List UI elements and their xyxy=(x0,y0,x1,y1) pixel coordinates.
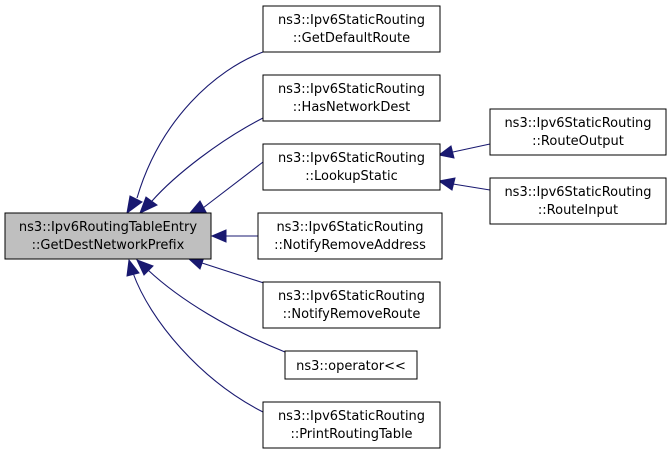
edge-notify-remove-route xyxy=(201,262,271,286)
node-operator-shift-line1: ns3::operator<< xyxy=(296,359,406,374)
node-has-network-dest-line2: ::HasNetworkDest xyxy=(293,100,410,115)
edge-lookup-static xyxy=(202,161,264,209)
node-route-output-line2: ::RouteOutput xyxy=(532,134,624,149)
node-notify-remove-route-line1: ns3::Ipv6StaticRouting xyxy=(278,289,425,304)
node-get-default-route[interactable]: ns3::Ipv6StaticRouting ::GetDefaultRoute xyxy=(262,5,441,53)
node-notify-remove-route-line2: ::NotifyRemoveRoute xyxy=(283,307,421,322)
arrowhead-lookup-static xyxy=(188,200,207,214)
node-notify-remove-address-line2: ::NotifyRemoveAddress xyxy=(274,238,426,253)
node-lookup-static-line2: ::LookupStatic xyxy=(305,169,397,184)
node-notify-remove-address[interactable]: ns3::Ipv6StaticRouting ::NotifyRemoveAdd… xyxy=(257,212,443,260)
arrowhead-route-input xyxy=(437,177,456,191)
arrowhead-route-output xyxy=(437,145,455,159)
node-get-default-route-line2: ::GetDefaultRoute xyxy=(293,31,410,46)
arrowhead-operator-shift xyxy=(136,259,154,276)
edges xyxy=(126,51,491,413)
node-has-network-dest-line1: ns3::Ipv6StaticRouting xyxy=(278,82,425,97)
edge-route-output xyxy=(452,143,491,153)
arrowhead-notify-remove-address xyxy=(210,229,227,243)
node-route-output-line1: ns3::Ipv6StaticRouting xyxy=(504,116,651,131)
arrowhead-has-network-dest xyxy=(139,196,158,214)
edge-get-default-route xyxy=(136,51,264,199)
node-route-input-line2: ::RouteInput xyxy=(538,203,618,218)
node-lookup-static[interactable]: ns3::Ipv6StaticRouting ::LookupStatic xyxy=(262,143,441,191)
node-print-routing-table[interactable]: ns3::Ipv6StaticRouting ::PrintRoutingTab… xyxy=(262,401,441,449)
edge-route-input xyxy=(452,183,491,191)
node-notify-remove-address-line1: ns3::Ipv6StaticRouting xyxy=(276,220,423,235)
node-print-routing-table-line2: ::PrintRoutingTable xyxy=(290,427,412,442)
node-route-output[interactable]: ns3::Ipv6StaticRouting ::RouteOutput xyxy=(489,108,667,156)
node-route-input-line1: ns3::Ipv6StaticRouting xyxy=(504,185,651,200)
arrowhead-get-default-route xyxy=(126,195,143,215)
node-operator-shift[interactable]: ns3::operator<< xyxy=(284,350,418,380)
edge-operator-shift xyxy=(147,269,286,353)
node-root[interactable]: ns3::Ipv6RoutingTableEntry ::GetDestNetw… xyxy=(4,212,212,260)
node-get-default-route-line1: ns3::Ipv6StaticRouting xyxy=(278,13,425,28)
node-has-network-dest[interactable]: ns3::Ipv6StaticRouting ::HasNetworkDest xyxy=(262,74,441,122)
node-route-input[interactable]: ns3::Ipv6StaticRouting ::RouteInput xyxy=(489,177,667,225)
edge-print-routing-table xyxy=(132,272,264,413)
node-root-line2: ::GetDestNetworkPrefix xyxy=(32,238,185,253)
edge-has-network-dest xyxy=(151,117,264,202)
node-root-line1: ns3::Ipv6RoutingTableEntry xyxy=(19,220,197,235)
node-print-routing-table-line1: ns3::Ipv6StaticRouting xyxy=(278,409,425,424)
node-notify-remove-route[interactable]: ns3::Ipv6StaticRouting ::NotifyRemoveRou… xyxy=(262,281,441,329)
arrowhead-print-routing-table xyxy=(126,258,140,277)
node-lookup-static-line1: ns3::Ipv6StaticRouting xyxy=(278,151,425,166)
